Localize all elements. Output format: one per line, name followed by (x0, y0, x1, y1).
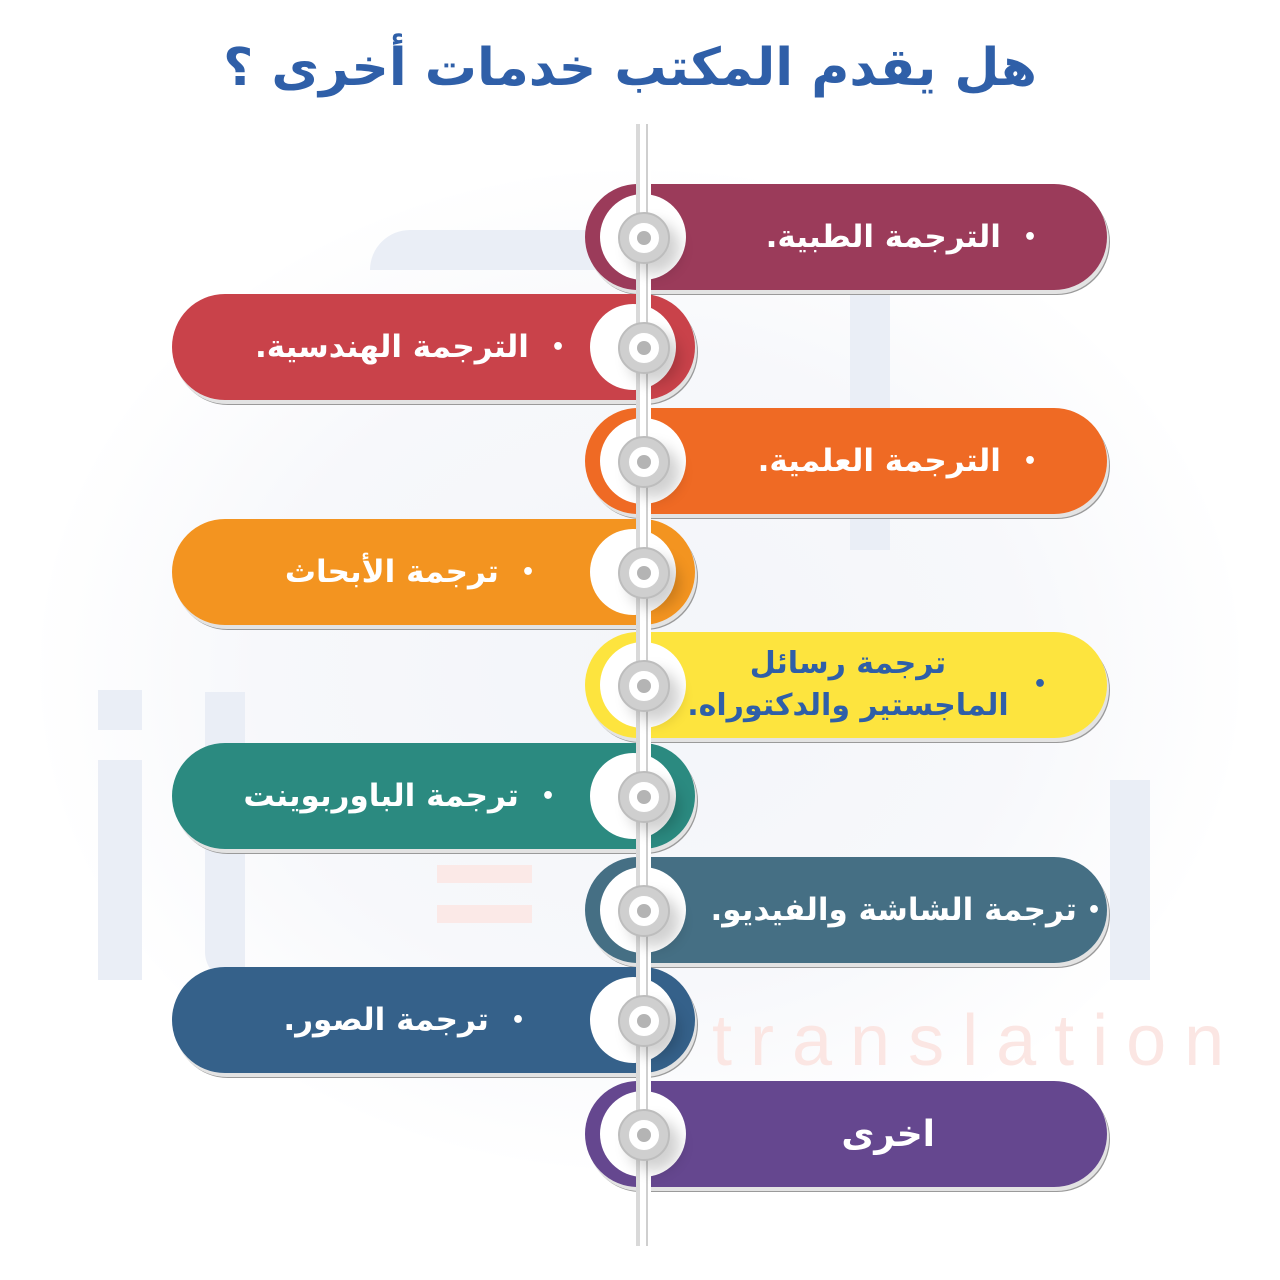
service-item-images: • ترجمة الصور. (172, 967, 695, 1073)
service-label: • الترجمة العلمية. (758, 408, 1037, 514)
service-label: • ترجمة الباوربوينت (243, 743, 555, 849)
bullet-icon: • (520, 559, 535, 585)
service-label-text: اخرى (841, 1113, 935, 1155)
timeline-node-icon (618, 771, 670, 823)
timeline-node-icon (618, 212, 670, 264)
timeline-node-icon (618, 322, 670, 374)
timeline-node-icon (618, 660, 670, 712)
service-item-engineering: • الترجمة الهندسية. (172, 294, 695, 400)
service-label: • الترجمة الهندسية. (255, 294, 565, 400)
timeline-node-icon (618, 547, 670, 599)
bullet-icon: • (1022, 224, 1037, 250)
service-label-text: ترجمة رسائل الماجستير والدكتوراه. (687, 646, 1009, 723)
service-item-thesis: • ترجمة رسائل الماجستير والدكتوراه. (585, 632, 1107, 738)
service-label-text: الترجمة العلمية. (757, 443, 1001, 479)
watermark-shape (98, 690, 142, 730)
timeline-node-icon (618, 885, 670, 937)
bullet-icon: • (510, 1007, 525, 1033)
service-item-powerpoint: • ترجمة الباوربوينت (172, 743, 695, 849)
service-label: • ترجمة الأبحاث (285, 519, 535, 625)
bullet-icon: • (1022, 448, 1037, 474)
page-title: هل يقدم المكتب خدمات أخرى ؟ (223, 38, 1037, 98)
service-label: • ترجمة رسائل الماجستير والدكتوراه. (677, 632, 1047, 738)
service-item-medical: • الترجمة الطبية. (585, 184, 1107, 290)
bullet-icon: • (1086, 897, 1101, 923)
watermark-text: translation (712, 1001, 1243, 1081)
timeline-node-icon (618, 436, 670, 488)
watermark-shape (98, 760, 142, 980)
timeline-node-icon (618, 1109, 670, 1161)
watermark-shape (437, 865, 532, 883)
service-item-research: • ترجمة الأبحاث (172, 519, 695, 625)
timeline-node-icon (618, 995, 670, 1047)
watermark-shape (437, 905, 532, 923)
bullet-icon: • (540, 783, 555, 809)
service-label: • الترجمة الطبية. (766, 184, 1037, 290)
service-label-text: ترجمة الأبحاث (284, 554, 499, 590)
service-label: • ترجمة الصور. (283, 967, 525, 1073)
service-label: • ترجمة الشاشة والفيديو. (711, 857, 1102, 963)
bullet-icon: • (550, 334, 565, 360)
service-label-text: ترجمة الباوربوينت (243, 778, 519, 814)
service-label: اخرى (841, 1081, 935, 1187)
watermark-shape (1110, 780, 1150, 980)
service-label-text: الترجمة الطبية. (765, 219, 1001, 255)
service-label-text: ترجمة الشاشة والفيديو. (710, 892, 1077, 928)
service-label-text: ترجمة الصور. (283, 1002, 489, 1038)
bullet-icon: • (1032, 672, 1047, 697)
service-item-other: اخرى (585, 1081, 1107, 1187)
service-label-text: الترجمة الهندسية. (255, 329, 529, 365)
service-item-video: • ترجمة الشاشة والفيديو. (585, 857, 1107, 963)
service-item-scientific: • الترجمة العلمية. (585, 408, 1107, 514)
